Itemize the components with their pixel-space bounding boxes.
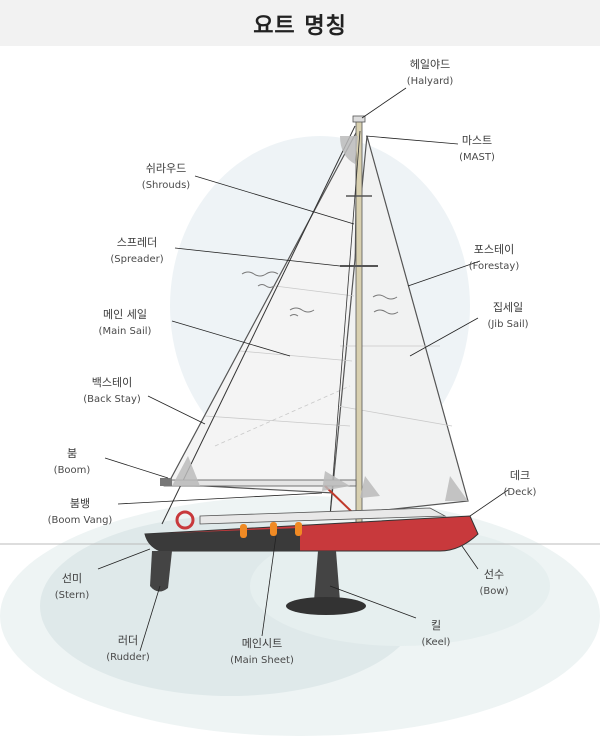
- mast: [355, 117, 363, 527]
- label-main-sail: 메인 세일 (Main Sail): [99, 307, 152, 337]
- label-jib-sail: 집세일 (Jib Sail): [487, 300, 528, 330]
- svg-text:선미: 선미: [62, 572, 82, 585]
- keel: [314, 551, 340, 601]
- back-stay-line: [161, 125, 356, 525]
- sailboat-diagram: 헤일야드 (Halyard) 마스트 (MAST) 쉬라우드 (Shrouds)…: [0, 57, 600, 736]
- label-boom-vang: 붐뱅 (Boom Vang): [48, 497, 113, 526]
- label-main-sheet: 메인시트 (Main Sheet): [230, 637, 294, 666]
- svg-text:메인 세일: 메인 세일: [103, 307, 147, 321]
- svg-text:선수: 선수: [484, 568, 504, 581]
- svg-text:(Keel): (Keel): [422, 637, 451, 648]
- label-boom: 붐 (Boom): [54, 447, 91, 476]
- leader-lines: [97, 87, 509, 652]
- svg-text:메인시트: 메인시트: [242, 637, 282, 650]
- svg-text:킬: 킬: [431, 619, 441, 632]
- hull-stripe: [145, 528, 300, 551]
- label-rudder: 러더 (Rudder): [106, 634, 150, 663]
- label-spreader: 스프레더 (Spreader): [110, 236, 163, 265]
- page-title: 요트 명칭: [253, 14, 347, 39]
- label-mast: 마스트 (MAST): [459, 134, 495, 163]
- label-back-stay: 백스테이 (Back Stay): [83, 376, 141, 405]
- keel-bulb: [286, 597, 366, 615]
- svg-text:붐뱅: 붐뱅: [70, 497, 90, 510]
- svg-text:(Boom): (Boom): [54, 465, 91, 476]
- svg-text:(Main Sail): (Main Sail): [99, 326, 152, 337]
- fender-1: [240, 524, 247, 538]
- svg-text:(Deck): (Deck): [504, 487, 537, 498]
- label-halyard: 헤일야드 (Halyard): [407, 57, 454, 87]
- svg-text:스프레더: 스프레더: [117, 236, 157, 249]
- svg-text:(Bow): (Bow): [480, 586, 509, 597]
- rudder: [150, 551, 172, 592]
- boom-end: [160, 478, 172, 486]
- svg-text:(Rudder): (Rudder): [106, 652, 150, 663]
- label-keel: 킬 (Keel): [422, 619, 451, 648]
- svg-text:러더: 러더: [118, 634, 138, 647]
- svg-text:마스트: 마스트: [462, 134, 492, 147]
- svg-text:헤일야드: 헤일야드: [410, 57, 450, 71]
- svg-text:(Halyard): (Halyard): [407, 76, 454, 87]
- svg-text:(Spreader): (Spreader): [110, 254, 163, 265]
- svg-text:백스테이: 백스테이: [92, 376, 132, 389]
- svg-text:(Jib Sail): (Jib Sail): [487, 319, 528, 330]
- svg-text:(MAST): (MAST): [459, 152, 495, 163]
- svg-text:(Boom Vang): (Boom Vang): [48, 515, 113, 526]
- svg-text:(Main Sheet): (Main Sheet): [230, 655, 294, 666]
- sail-patches: [172, 136, 468, 501]
- boom-vang-line: [324, 485, 353, 513]
- shroud-line: [329, 130, 361, 517]
- fender-2: [270, 522, 277, 536]
- svg-text:쉬라우드: 쉬라우드: [146, 162, 186, 175]
- deck-cabin: [199, 507, 447, 525]
- svg-text:데크: 데크: [510, 469, 530, 482]
- svg-text:붐: 붐: [67, 447, 77, 460]
- life-ring: [175, 510, 195, 530]
- label-forestay: 포스테이 (Forestay): [469, 243, 520, 272]
- wind-streaks: [241, 271, 399, 317]
- svg-text:포스테이: 포스테이: [474, 243, 514, 256]
- label-deck: 데크 (Deck): [504, 469, 537, 498]
- title-bar: 요트 명칭: [0, 0, 600, 46]
- svg-text:(Shrouds): (Shrouds): [142, 180, 190, 191]
- svg-text:(Stern): (Stern): [55, 590, 90, 601]
- svg-text:(Back Stay): (Back Stay): [83, 394, 141, 405]
- svg-text:집세일: 집세일: [493, 300, 523, 314]
- label-bow: 선수 (Bow): [480, 568, 509, 597]
- label-shrouds: 쉬라우드 (Shrouds): [142, 162, 190, 191]
- label-stern: 선미 (Stern): [55, 572, 90, 601]
- fender-3: [295, 522, 302, 536]
- mast-head: [352, 115, 366, 123]
- svg-text:(Forestay): (Forestay): [469, 261, 520, 272]
- jib-sail: [329, 135, 469, 517]
